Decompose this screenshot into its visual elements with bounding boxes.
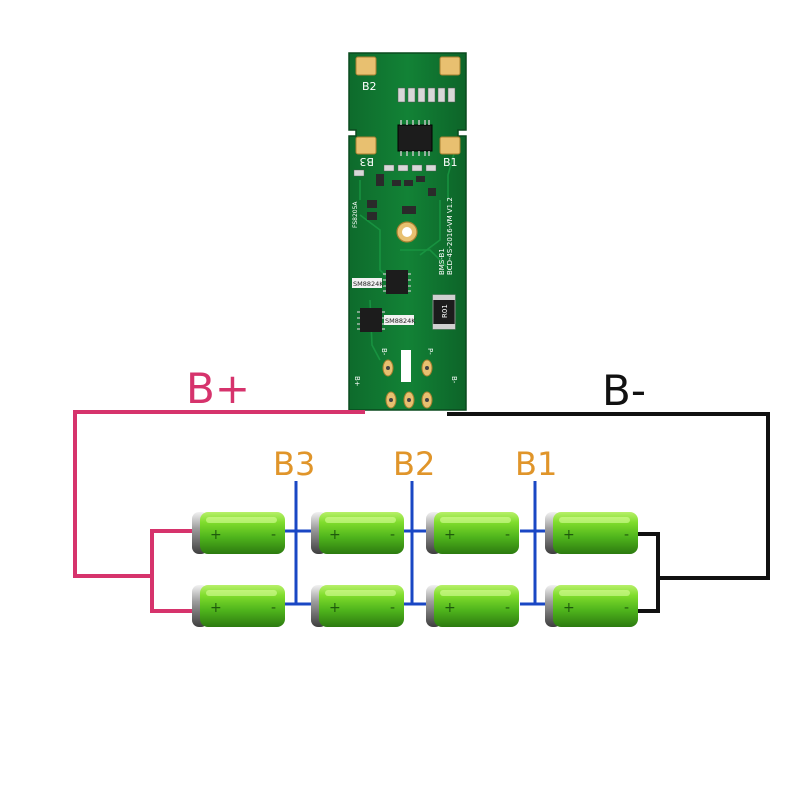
battery-highlight [559, 517, 630, 523]
battery-cell-r1-c1: +- [192, 512, 285, 554]
tap-label-b3: B3 [273, 445, 315, 483]
battery-cell-r1-c3: +- [426, 512, 519, 554]
pcb-silk-block [401, 350, 411, 382]
battery-highlight [325, 517, 396, 523]
battery-minus-sign: - [271, 527, 276, 543]
battery-highlight [440, 517, 511, 523]
battery-minus-sign: - [390, 527, 395, 543]
battery-plus-sign: + [563, 600, 575, 616]
battery-cell-r2-c4: +- [545, 585, 638, 627]
battery-cell-r2-c3: +- [426, 585, 519, 627]
battery-cell-r1-c4: +- [545, 512, 638, 554]
pcb-terminal-label-b-minus: B- [380, 348, 388, 356]
balance-taps [294, 481, 537, 604]
pcb-resistor-row [397, 87, 456, 103]
battery-minus-sign: - [505, 600, 510, 616]
battery-plus-sign: + [563, 527, 575, 543]
pcb-mosfet-1 [386, 270, 408, 294]
battery-minus-sign: - [505, 527, 510, 543]
b-plus-label: B+ [186, 364, 250, 413]
battery-plus-sign: + [444, 600, 456, 616]
b-minus-wire [447, 412, 770, 580]
pcb-terminal-label-right: B- [450, 376, 458, 384]
pcb-terminal-label-b-plus: B+ [353, 376, 361, 387]
battery-highlight [559, 590, 630, 596]
battery-cell-r2-c1: +- [192, 585, 285, 627]
battery-minus-sign: - [624, 527, 629, 543]
battery-minus-sign: - [624, 600, 629, 616]
battery-plus-sign: + [329, 600, 341, 616]
battery-minus-sign: - [271, 600, 276, 616]
pcb-pad-b2 [355, 56, 377, 76]
pcb-terminal-label-p-minus: P- [426, 348, 434, 355]
pcb-mosfet-2 [360, 308, 382, 332]
pcb-label-b2: B2 [362, 80, 377, 93]
battery-plus-sign: + [210, 527, 222, 543]
b-minus-cell-link [638, 532, 660, 613]
battery-cell-r2-c2: +- [311, 585, 404, 627]
pcb-board-text: BCD-4S-2016-VM V1.2 [446, 197, 454, 275]
battery-highlight [440, 590, 511, 596]
pcb-label-b3: B3 [359, 155, 374, 168]
pcb-pad-top-right [439, 56, 461, 76]
pcb-board-text-2: BMS-B1 [438, 248, 446, 275]
pcb-chip-text-1: SM8824K [353, 280, 384, 288]
battery-plus-sign: + [444, 527, 456, 543]
b-plus-wire [73, 410, 365, 578]
b-plus-cell-link [150, 529, 193, 613]
battery-cell-r1-c2: +- [311, 512, 404, 554]
cell-series-links [284, 529, 545, 606]
pcb-main-ic [397, 124, 433, 152]
battery-highlight [206, 517, 277, 523]
pcb-pad-b3 [355, 136, 377, 155]
pcb-pad-b1 [439, 136, 461, 155]
b-minus-label: B- [602, 366, 646, 415]
bms-pcb-board: B2 B3 B1 [348, 52, 467, 411]
battery-plus-sign: + [329, 527, 341, 543]
tap-label-b1: B1 [515, 445, 557, 483]
battery-highlight [206, 590, 277, 596]
battery-minus-sign: - [390, 600, 395, 616]
pcb-label-b1: B1 [443, 156, 458, 169]
tap-label-b2: B2 [393, 445, 435, 483]
pcb-resistor-code: R01 [441, 304, 449, 318]
pcb-terminal-pads [382, 359, 433, 409]
battery-cells: +-+-+-+-+-+-+-+- [192, 512, 638, 627]
pcb-side-text: FS8205A [352, 201, 359, 228]
pcb-chip-text-2: SM8824K [385, 317, 416, 325]
battery-highlight [325, 590, 396, 596]
battery-plus-sign: + [210, 600, 222, 616]
